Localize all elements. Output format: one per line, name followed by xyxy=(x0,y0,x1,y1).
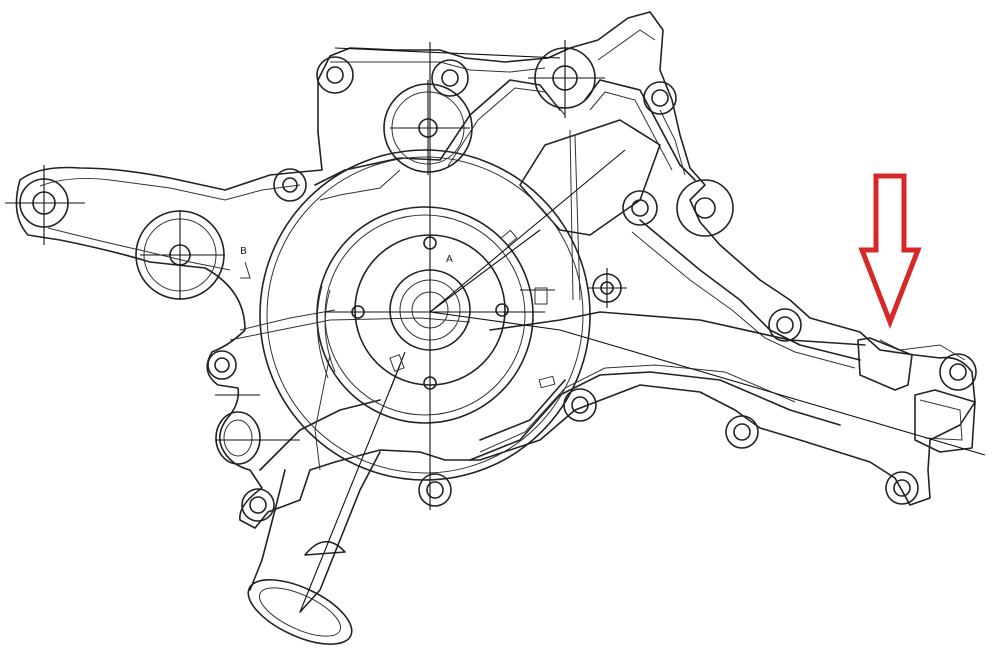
bolt-hole xyxy=(431,59,469,97)
small-bolt xyxy=(495,303,509,317)
outlet-pipe xyxy=(215,411,381,645)
bolt-hole xyxy=(273,168,307,202)
right-outlet xyxy=(857,337,976,453)
bolt-hole xyxy=(622,190,658,226)
bolt-hole xyxy=(241,488,275,522)
markings: A B xyxy=(240,229,556,389)
label-a: A xyxy=(446,254,453,265)
bolt-hole xyxy=(725,415,759,449)
bolt-hole xyxy=(768,308,802,342)
bolt-hole xyxy=(316,56,354,94)
bolt-hole xyxy=(207,350,237,380)
bolt-hole xyxy=(676,179,734,237)
volute-housing xyxy=(259,149,591,481)
bolt-hole xyxy=(939,353,977,391)
housing-outline xyxy=(15,11,976,529)
label-b: B xyxy=(240,246,247,257)
bolt-hole xyxy=(643,81,677,115)
bolt-hole xyxy=(885,471,919,505)
internal-channels xyxy=(229,79,966,471)
bolt-hole xyxy=(563,388,597,422)
down-arrow-icon xyxy=(858,173,922,329)
centre-lines xyxy=(5,40,986,613)
bolt-hole xyxy=(418,473,452,507)
